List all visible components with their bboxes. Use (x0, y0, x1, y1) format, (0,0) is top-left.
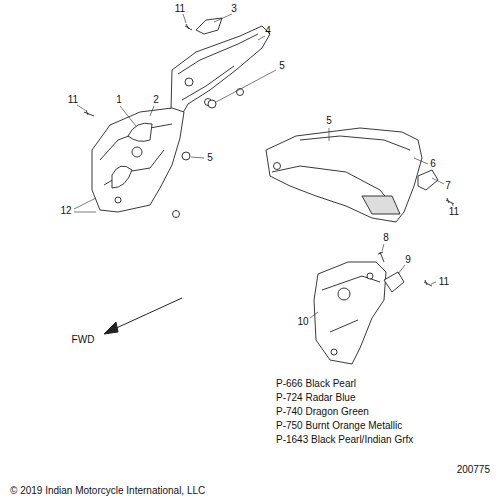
grommet (208, 100, 216, 108)
copyright-note: © 2019 Indian Motorcycle International, … (10, 486, 205, 496)
callout-number: 9 (405, 255, 411, 265)
callout-number: 12 (60, 206, 71, 216)
lower-side-cover (92, 108, 184, 212)
drawing-number: 200775 (457, 465, 490, 475)
cap (128, 123, 152, 141)
callout-number: 11 (449, 207, 459, 217)
callout-number: 11 (68, 95, 78, 105)
callout-number: 1 (116, 95, 122, 105)
callout-number: 2 (153, 95, 159, 105)
direction-label: FWD (72, 335, 95, 345)
forward-arrow (104, 298, 182, 334)
callout-number: 11 (439, 277, 449, 287)
callout-number: 4 (265, 26, 271, 36)
badge (418, 170, 438, 190)
paint-code: P-724 Radar Blue (276, 393, 356, 403)
callout-number: 11 (175, 4, 185, 14)
callout-number: 8 (383, 233, 389, 243)
bracket (314, 262, 386, 364)
upper-side-cover (170, 26, 270, 142)
callout-number: 10 (297, 317, 308, 327)
paint-code: P-1643 Black Pearl/Indian Grfx (276, 435, 413, 445)
grommet (182, 152, 190, 160)
callout-number: 5 (279, 61, 285, 71)
paint-code: P-666 Black Pearl (276, 379, 356, 389)
rear-cover (266, 128, 422, 222)
leader-lines (74, 14, 453, 318)
callout-number: 5 (207, 153, 213, 163)
callout-number: 7 (445, 181, 451, 191)
callout-number: 5 (326, 116, 332, 126)
paint-code: P-740 Dragon Green (276, 407, 369, 417)
callout-number: 6 (430, 159, 436, 169)
paint-code: P-750 Burnt Orange Metallic (276, 421, 402, 431)
callout-number: 3 (231, 4, 237, 14)
badge (384, 272, 404, 292)
